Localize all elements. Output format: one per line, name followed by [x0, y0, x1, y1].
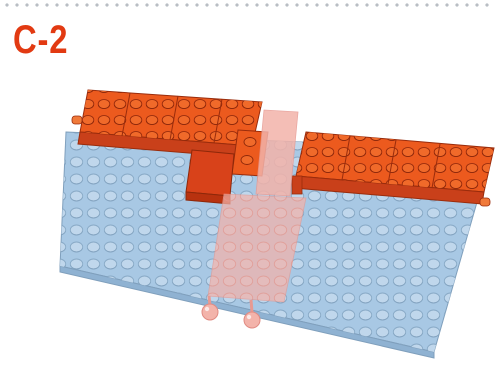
lego-build-illustration [0, 0, 495, 366]
